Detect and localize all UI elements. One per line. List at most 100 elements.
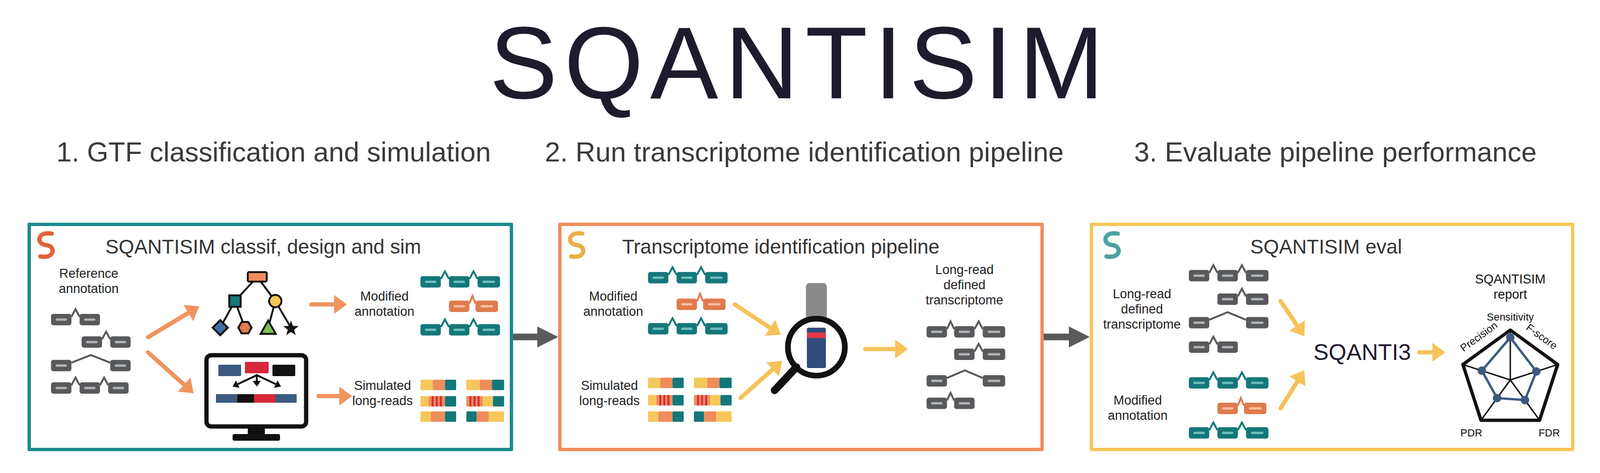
intron-line [1237,422,1246,431]
read-segment [476,411,489,422]
exon-stripe [1221,346,1234,349]
read-segment [420,411,431,422]
exon-block [420,323,441,336]
exon-block [926,374,947,387]
pointer-arrowhead [232,380,240,388]
radar-point [1477,366,1487,375]
exon-stripe [681,276,693,279]
exon-block [926,326,947,338]
read-segment [693,394,711,406]
exon-block [51,382,72,394]
exon-stripe [652,327,665,330]
step-heading: 3. Evaluate pipeline performance [1064,133,1600,170]
intron-line [974,321,983,329]
box-heading: SQANTISIM eval [1250,234,1403,260]
read-segment [430,411,445,422]
annotation-label: Modified annotation [1099,392,1176,423]
exon-block [1217,341,1238,353]
axis-label: Precision [1452,314,1506,359]
radar-values [1481,337,1537,401]
radar-point [1532,366,1541,376]
simulated-read [693,411,732,422]
tree-leaf-hexagon [238,321,252,334]
exon-stripe [1221,274,1234,277]
transcript-glyph [1217,397,1267,414]
exon-stripe [931,402,943,405]
read-segment [672,411,684,422]
read-segment [479,379,493,391]
exon-stripe [1193,321,1205,324]
error-stripe [697,394,700,406]
read-segment [444,411,457,422]
error-stripe [469,395,472,407]
transcript-glyph [449,295,498,312]
screen-block [272,364,296,376]
pointer-arrow [734,304,771,328]
pointer-arrowhead [766,360,783,377]
simulated-read [466,379,505,391]
intron-line [696,293,703,302]
simulator-monitor [206,355,307,441]
read-segment [444,395,457,407]
error-stripe [477,395,480,407]
exon-block [705,271,728,284]
intron-line [1209,311,1246,320]
annotation-label: Reference annotation [48,265,130,297]
exon-block [1217,427,1238,439]
exon-stripe [710,327,723,330]
exon-block [51,359,72,372]
annotation-label: SQANTISIM report [1462,271,1558,302]
exon-block [1245,316,1269,328]
read-segment [492,395,505,407]
exon-stripe [1251,381,1264,384]
exon-stripe [1221,381,1234,384]
intron-line [1237,288,1246,297]
exon-block [51,313,72,326]
annotation-label: Modified annotation [575,288,652,319]
transcript-glyph [1188,372,1269,389]
simulated-read [466,411,505,422]
transcript-glyph [1188,422,1269,439]
read-segment [693,377,708,388]
exon-block [705,322,728,335]
sqantisim-logo [570,233,584,257]
magnifier-icon [774,282,845,391]
read-segment [707,377,720,388]
read-segment [672,394,684,406]
intron-line [1209,265,1218,273]
screen-block [218,364,242,376]
exon-block [1245,427,1269,439]
error-stripe [431,395,434,407]
intron-line [696,267,705,275]
read-segment [719,377,732,388]
exon-stripe [958,330,971,333]
exon-block [954,348,975,360]
intron-line [946,392,955,401]
exon-stripe [55,318,67,321]
pointer-arrow [1419,350,1434,355]
transcript-glyph [954,343,1006,360]
transcript-glyph [1188,336,1238,353]
intron-line [71,355,111,363]
error-stripe [701,394,703,406]
annotation-label: Modified annotation [346,288,423,319]
sqantisim-logo [1105,233,1119,257]
exon-stripe [453,328,465,331]
exon-block [954,397,975,409]
exon-block [676,322,697,335]
sqantisim-logo [39,233,53,257]
exon-block [1188,427,1210,439]
tree-node-square [229,295,241,307]
read-segment [482,395,493,407]
transcript-glyph [647,318,728,335]
exon-stripe [55,386,67,390]
transcript-glyph [1217,288,1269,305]
pointer-arrowhead [252,380,262,387]
read-segment [647,394,656,406]
diagram-title: SQANTISIM [0,7,1600,120]
transcript-glyph [926,321,1006,338]
read-segment [420,379,433,391]
step-heading: 2. Run transcriptome identification pipe… [533,133,1076,170]
transcript-glyph [420,271,501,288]
read-segment [466,395,483,407]
